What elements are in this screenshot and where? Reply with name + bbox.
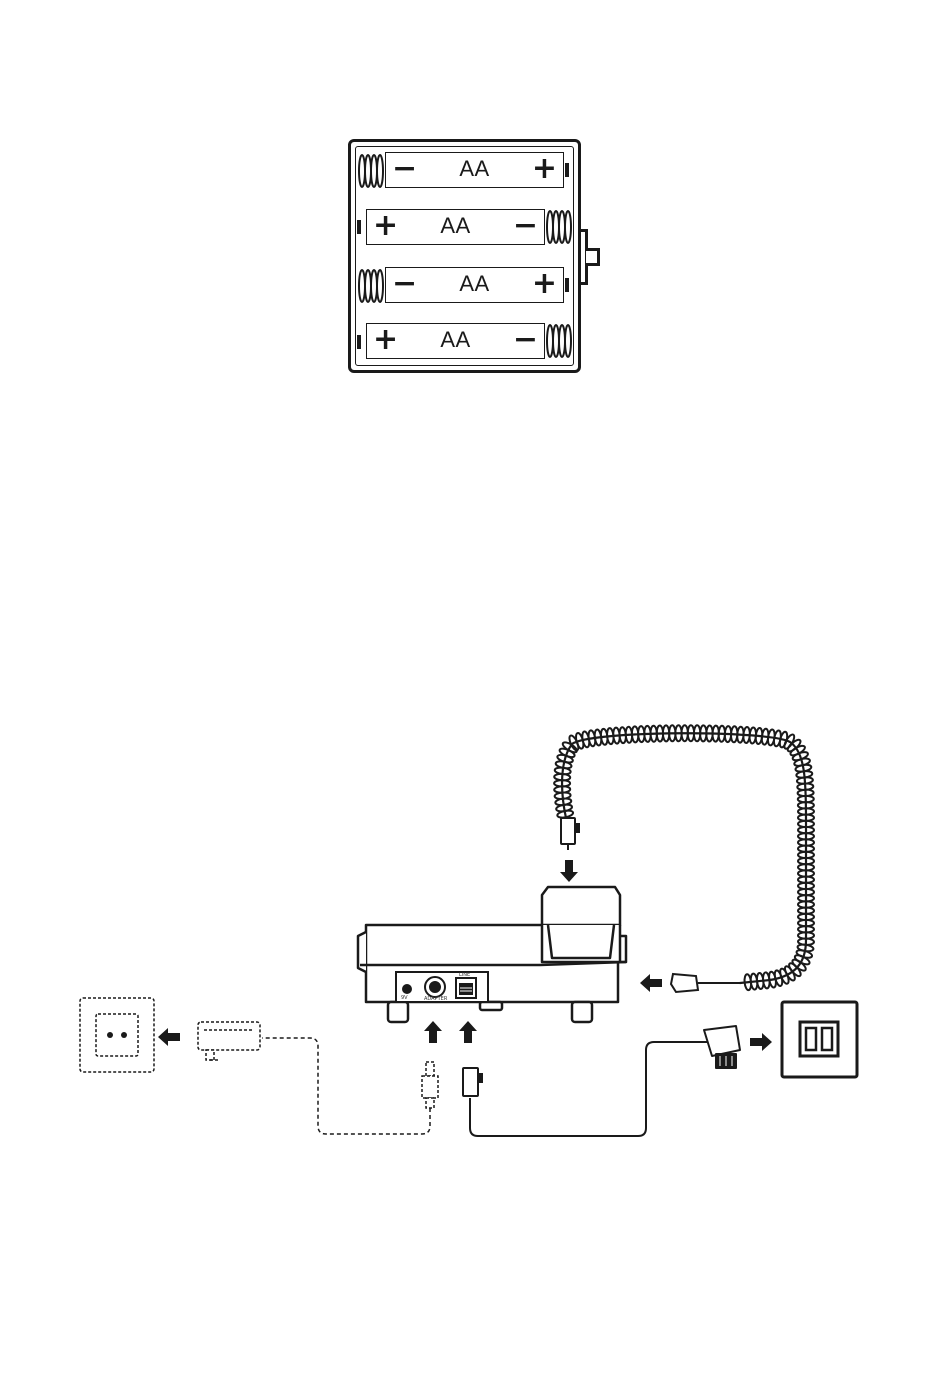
arrow-down-icon	[560, 860, 578, 882]
port-label-line: LINE	[459, 972, 470, 978]
arrow-right-icon	[750, 1033, 772, 1051]
polarity-right: −	[513, 321, 538, 359]
line-cord-plug	[463, 1068, 482, 1096]
telephone-wall-socket	[782, 1002, 857, 1077]
connection-illustration	[0, 700, 950, 1160]
base-cord-plug	[671, 974, 740, 992]
battery-cover-latch	[586, 248, 600, 266]
arrow-left-icon	[640, 974, 662, 992]
aa-battery-cell: − AA +	[385, 152, 564, 188]
arrow-up-icon	[424, 1021, 442, 1043]
aa-battery-cell: + AA −	[366, 323, 545, 359]
handset-plug	[561, 818, 579, 850]
aa-battery-cell: + AA −	[366, 209, 545, 245]
power-adapter-cord	[262, 1038, 430, 1134]
arrow-up-icon	[459, 1021, 477, 1043]
handset-cradle	[542, 887, 620, 962]
telephone-line-cord	[470, 1042, 708, 1136]
spring-contact-icon	[545, 209, 573, 245]
socket-pin-hole	[107, 1032, 113, 1038]
flat-contact-icon	[565, 163, 569, 177]
dc-power-plug	[422, 1062, 438, 1108]
telephone-wall-adapter	[704, 1026, 740, 1068]
port-label-adapter: ADAPTER	[424, 996, 447, 1002]
power-adapter	[198, 1022, 260, 1060]
spring-contact-icon	[357, 268, 385, 304]
spring-contact-icon	[545, 323, 573, 359]
spring-contact-icon	[357, 153, 385, 189]
flat-contact-icon	[565, 278, 569, 292]
flat-contact-icon	[357, 220, 361, 234]
phone-connection-diagram: 9V ADAPTER LINE	[0, 700, 950, 1160]
socket-pin-hole	[121, 1032, 127, 1038]
polarity-right: +	[532, 150, 557, 188]
polarity-right: +	[532, 265, 557, 303]
mains-wall-socket	[80, 998, 154, 1072]
flat-contact-icon	[357, 335, 361, 349]
aa-battery-cell: − AA +	[385, 267, 564, 303]
port-label-dc: 9V	[401, 995, 408, 1001]
polarity-right: −	[513, 207, 538, 245]
arrow-left-icon	[158, 1028, 180, 1046]
